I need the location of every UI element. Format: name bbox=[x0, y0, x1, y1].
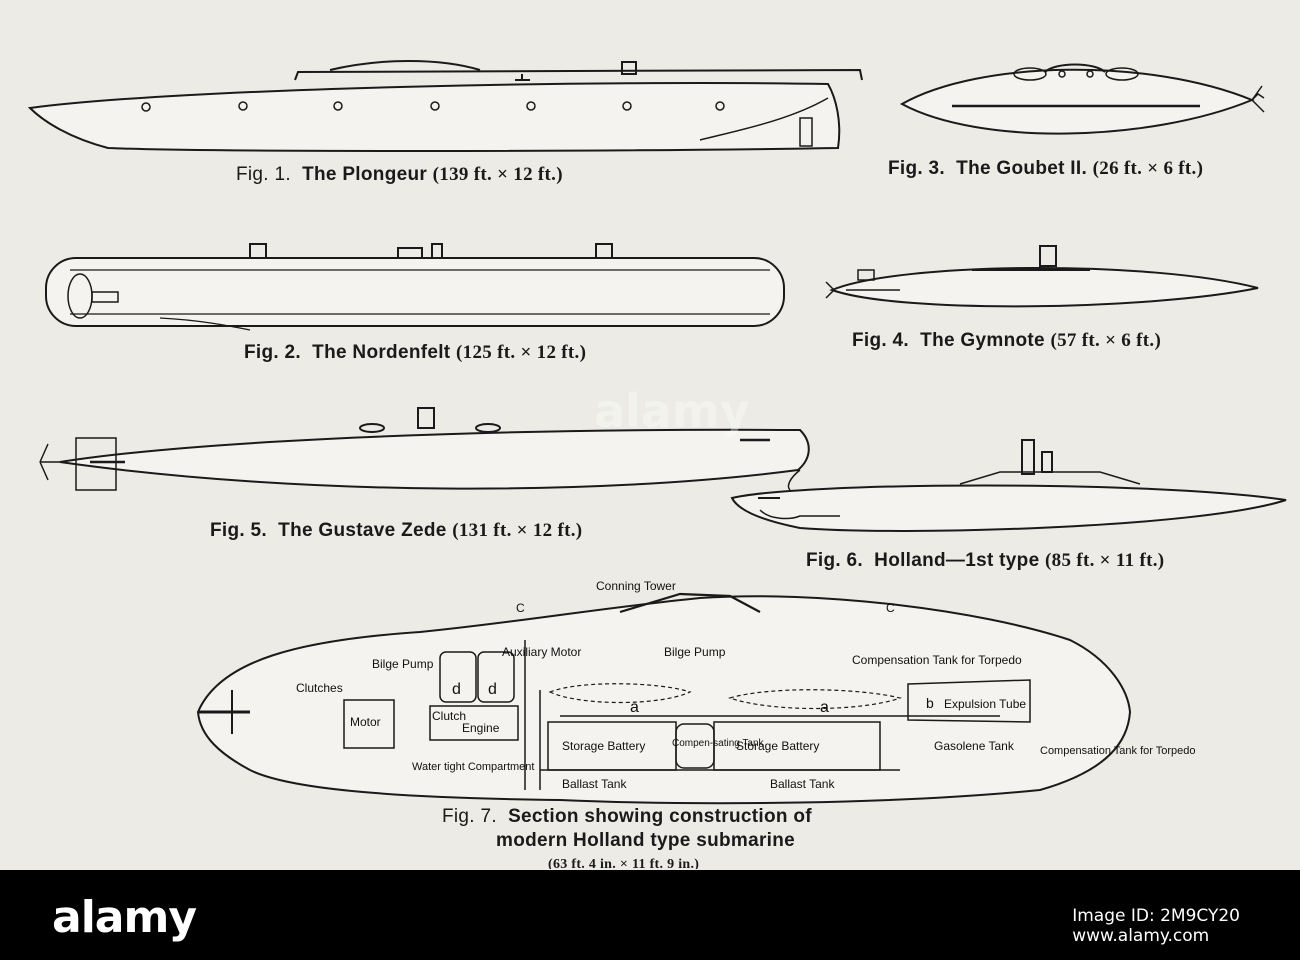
caption-fig2: Fig. 2. The Nordenfelt (125 ft. × 12 ft.… bbox=[244, 342, 587, 363]
label-gasolene-tank: Gasolene Tank bbox=[934, 739, 1015, 753]
label-engine: Engine bbox=[462, 721, 500, 735]
label-compensation-tank-top: Compensation Tank for Torpedo bbox=[852, 653, 1022, 667]
label-d1: d bbox=[452, 681, 461, 698]
submarine-drawings: Conning Tower C C Bilge Pump Auxiliary M… bbox=[27, 60, 1287, 805]
fig5-gustave-zede-drawing bbox=[39, 407, 810, 491]
footer-url[interactable]: www.alamy.com bbox=[1072, 926, 1210, 946]
caption-fig3: Fig. 3. The Goubet II. (26 ft. × 6 ft.) bbox=[888, 158, 1204, 179]
footer-image-id: Image ID: 2M9CY20 bbox=[1072, 906, 1240, 926]
fig3-goubet-drawing bbox=[899, 63, 1265, 135]
label-water-tight: Water tight Compartment bbox=[412, 761, 534, 773]
label-d2: d bbox=[488, 681, 497, 698]
label-compensation-tank-bottom: Compensation Tank for Torpedo bbox=[1040, 745, 1196, 757]
label-a2: a bbox=[820, 699, 829, 716]
label-storage-battery-1: Storage Battery bbox=[562, 739, 645, 753]
caption-fig1: Fig. 1. The Plongeur (139 ft. × 12 ft.) bbox=[236, 164, 563, 185]
illustration-plate: Conning Tower C C Bilge Pump Auxiliary M… bbox=[27, 60, 1287, 869]
caption-fig7-line1: Fig. 7. Section showing construction of bbox=[442, 806, 812, 827]
fig1-plongeur-drawing bbox=[27, 60, 863, 152]
fig7-section-drawing bbox=[196, 592, 1132, 805]
fig6-holland-first-drawing bbox=[730, 439, 1287, 532]
fig7-labels: Conning Tower C C Bilge Pump Auxiliary M… bbox=[296, 579, 1196, 791]
label-ballast-tank-2: Ballast Tank bbox=[770, 777, 835, 791]
fig4-gymnote-drawing bbox=[825, 245, 1259, 308]
label-motor: Motor bbox=[350, 715, 381, 729]
label-c-right: C bbox=[886, 601, 895, 615]
label-bilge-pump-right: Bilge Pump bbox=[664, 645, 726, 659]
label-a1: a bbox=[630, 699, 639, 716]
label-b: b bbox=[926, 695, 934, 711]
caption-fig7-dims: (63 ft. 4 in. × 11 ft. 9 in.) bbox=[548, 857, 700, 869]
label-ballast-tank-1: Ballast Tank bbox=[562, 777, 627, 791]
stock-footer-bar: alamy Image ID: 2M9CY20 www.alamy.com bbox=[0, 870, 1300, 960]
footer-brand-logo[interactable]: alamy bbox=[52, 892, 197, 943]
label-auxiliary-motor: Auxiliary Motor bbox=[502, 645, 581, 659]
label-conning-tower: Conning Tower bbox=[596, 579, 676, 593]
label-bilge-pump-left: Bilge Pump bbox=[372, 657, 434, 671]
footer-image-info: Image ID: 2M9CY20 www.alamy.com bbox=[1072, 906, 1240, 946]
label-storage-battery-2: Storage Battery bbox=[736, 739, 819, 753]
watermark: alamy bbox=[594, 384, 750, 438]
caption-fig5: Fig. 5. The Gustave Zede (131 ft. × 12 f… bbox=[210, 520, 583, 541]
caption-fig4: Fig. 4. The Gymnote (57 ft. × 6 ft.) bbox=[852, 330, 1162, 351]
label-expulsion-tube: Expulsion Tube bbox=[944, 697, 1026, 711]
label-compensating-tank: Compen-sating Tank bbox=[672, 738, 765, 749]
caption-fig6: Fig. 6. Holland—1st type (85 ft. × 11 ft… bbox=[806, 550, 1165, 571]
fig2-nordenfelt-drawing bbox=[45, 243, 785, 331]
label-c-left: C bbox=[516, 601, 525, 615]
label-clutch: Clutch bbox=[432, 709, 466, 723]
label-clutches: Clutches bbox=[296, 681, 343, 695]
caption-fig7-line2: modern Holland type submarine bbox=[496, 830, 796, 851]
